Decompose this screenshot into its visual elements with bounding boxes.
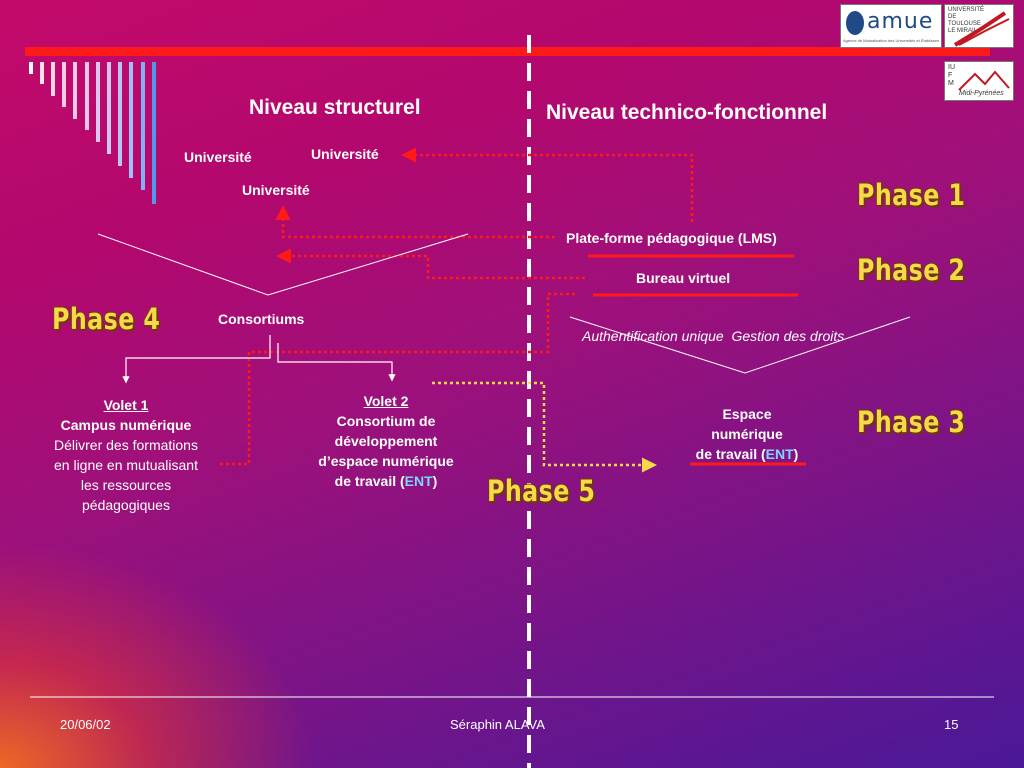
footer-author: Séraphin ALAVA [450, 717, 545, 732]
volet1-line: les ressources [80, 477, 172, 493]
phase-3-label: Phase 3 [857, 405, 966, 439]
phase-4-label: Phase 4 [52, 302, 161, 336]
auth-label: Authentification unique Gestion des droi… [582, 328, 845, 344]
universite-center: Université [242, 182, 310, 198]
amue-logo: amue Agence de Mutualisation des Univers… [840, 4, 942, 48]
phase-5-label: Phase 5 [487, 474, 596, 508]
iufm-logo-mark [958, 70, 1010, 91]
volet2-last-line: de travail (ENT) [296, 471, 476, 491]
volet1-title: Volet 1 [103, 397, 149, 413]
volet1-line: en ligne en mutualisant [54, 457, 198, 473]
bureau-label: Bureau virtuel [636, 270, 731, 286]
espace-ent: ENT [765, 446, 794, 462]
utm-logo: UNIVERSITÉ DE TOULOUSE LE MIRAIL [944, 4, 1014, 48]
left-heading: Niveau structurel [249, 96, 421, 119]
universite-right: Université [311, 146, 379, 162]
espace-line: de travail ( [695, 446, 766, 462]
iufm-logo-text: IUFM [948, 64, 955, 87]
auth-funnel [569, 316, 911, 374]
decorative-bars [29, 62, 156, 204]
footer-date: 20/06/02 [60, 717, 111, 732]
volet1-subtitle: Campus numérique [60, 417, 192, 433]
footer-page-number: 15 [944, 717, 959, 732]
volet2-line: de travail ( [334, 473, 405, 489]
volet1-block: Volet 1 Campus numérique Délivrer des fo… [28, 395, 224, 515]
volet2-title: Volet 2 [363, 393, 409, 409]
espace-block: Espace numérique de travail (ENT) [672, 404, 822, 464]
consortiums-label: Consortiums [218, 311, 305, 327]
espace-last-line: de travail (ENT) [672, 444, 822, 464]
utm-logo-text: UNIVERSITÉ DE TOULOUSE LE MIRAIL [948, 7, 985, 34]
volet1-line: pédagogiques [82, 497, 170, 513]
amue-logo-subtext: Agence de Mutualisation des Universités … [843, 38, 939, 43]
volet2-line: développement [334, 433, 438, 449]
utm-logo-mark [953, 11, 1010, 47]
volet2-line: d’espace numérique [318, 453, 454, 469]
phase-2-label: Phase 2 [857, 253, 966, 287]
header-red-bar [25, 47, 990, 56]
espace-close: ) [793, 446, 799, 462]
iufm-logo: IUFM Midi-Pyrénées [944, 61, 1014, 101]
lms-label: Plate-forme pédagogique (LMS) [566, 230, 777, 246]
univ-funnel [97, 233, 469, 296]
volet2-block: Volet 2 Consortium de développement d’es… [296, 391, 476, 491]
volet1-line: Délivrer des formations [54, 437, 198, 453]
volet2-line: Consortium de [336, 413, 436, 429]
volet2-close: ) [432, 473, 438, 489]
consortiums-tree [122, 335, 396, 384]
amue-logo-mark [846, 11, 864, 35]
red-dotted-connectors [220, 147, 694, 466]
espace-line: Espace [722, 406, 772, 422]
right-heading: Niveau technico-fonctionnel [546, 101, 828, 124]
iufm-logo-subtext: Midi-Pyrénées [959, 90, 1004, 97]
espace-line: numérique [711, 426, 783, 442]
volet2-ent: ENT [404, 473, 433, 489]
amue-logo-text: amue [867, 9, 934, 34]
yellow-dotted-connector [432, 381, 657, 473]
phase-1-label: Phase 1 [857, 178, 966, 212]
universite-left: Université [184, 149, 252, 165]
